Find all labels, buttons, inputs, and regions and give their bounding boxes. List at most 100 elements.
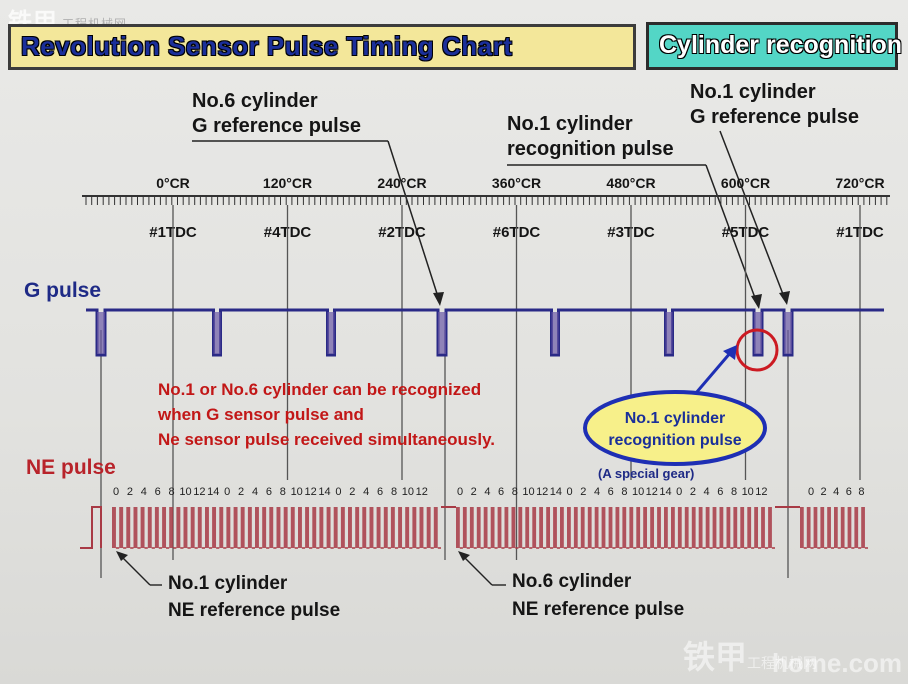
ne-tooth	[490, 507, 495, 548]
ne-tooth-number: 8	[512, 486, 518, 498]
ne-tooth	[176, 507, 181, 548]
ne-tooth-number: 0	[808, 486, 814, 498]
ne-tooth-number: 10	[522, 486, 534, 498]
ne-tooth-number: 6	[717, 486, 723, 498]
ne-tooth	[854, 507, 859, 548]
ne-tooth	[608, 507, 613, 548]
ne-tooth	[847, 507, 852, 548]
ne-tooth	[761, 507, 765, 548]
ne-tooth	[483, 507, 488, 548]
ne-tooth	[560, 507, 564, 548]
ne-tooth-number: 4	[833, 486, 839, 498]
ne-tooth-number: 8	[169, 486, 175, 498]
ne-tooth	[532, 507, 537, 548]
g-pulse-tooth	[438, 312, 446, 354]
ne-tooth	[376, 507, 381, 548]
g-pulse-tooth	[665, 312, 673, 354]
g-pulse-tooth	[784, 312, 792, 354]
ne-tooth	[664, 507, 668, 548]
ne-tooth-number: 0	[113, 486, 119, 498]
ne-tooth-number: 2	[127, 486, 133, 498]
ne-tooth	[197, 507, 202, 548]
crank-angle-label: 0°CR	[156, 175, 190, 191]
ne-tooth	[691, 507, 696, 548]
ne-tooth	[580, 507, 585, 548]
recognition-arrowhead	[723, 345, 737, 360]
ne-tooth-number: 10	[291, 486, 303, 498]
ne-tooth	[312, 507, 317, 548]
ne-tooth-number: 6	[608, 486, 614, 498]
ne-tooth	[298, 507, 302, 548]
ne-tooth	[813, 507, 818, 548]
ne-tooth	[283, 507, 288, 548]
g-pulse-label: G pulse	[24, 279, 101, 302]
callout-no6-ne-reference: No.6 cylinder NE reference pulse	[458, 551, 684, 620]
ne-tooth-number: 0	[567, 486, 573, 498]
ne-tooth	[390, 507, 395, 548]
callout-line: recognition pulse	[507, 138, 674, 160]
callout-no6-g-reference: No.6 cylinder G reference pulse	[192, 90, 444, 306]
ne-tooth	[497, 507, 502, 548]
ne-tooth-number: 0	[335, 486, 341, 498]
ne-tooth-number: 4	[141, 486, 147, 498]
g-pulse-tooth	[551, 312, 559, 354]
callout-line: No.1 cylinder	[690, 81, 816, 103]
ne-tooth	[747, 507, 752, 548]
ne-tooth	[733, 507, 738, 548]
ne-tooth	[456, 507, 460, 548]
cylinder-recognition-badge: Cylinder recognition	[646, 22, 902, 70]
ne-tooth	[433, 507, 438, 548]
ellipse-line: No.1 cylinder	[625, 410, 725, 427]
ne-tooth	[269, 507, 274, 548]
ne-tooth	[504, 507, 509, 548]
callout-line: No.1 cylinder	[507, 113, 633, 135]
ne-tooth	[276, 507, 281, 548]
ne-tooth	[255, 507, 259, 548]
ne-tooth	[290, 507, 295, 548]
ne-tooth	[567, 507, 571, 548]
note-line: when G sensor pulse and	[157, 405, 364, 424]
ne-tooth	[622, 507, 627, 548]
ne-tooth-number: 2	[821, 486, 827, 498]
ne-tooth	[754, 507, 759, 548]
ne-tooth	[212, 507, 217, 548]
crank-angle-label: 360°CR	[492, 175, 541, 191]
ne-tooth-number: 12	[304, 486, 316, 498]
ne-tooth-number: 8	[858, 486, 864, 498]
callout-line: G reference pulse	[192, 115, 361, 137]
ne-tooth	[462, 507, 467, 548]
ne-tooth-number: 4	[252, 486, 258, 498]
ne-tooth	[348, 507, 352, 548]
recognition-pulse-circle	[735, 328, 779, 372]
special-gear-note: (A special gear)	[598, 466, 694, 481]
ne-tooth-number: 2	[580, 486, 586, 498]
ne-tooth-number: 0	[457, 486, 463, 498]
ne-tooth-number: 12	[755, 486, 767, 498]
ne-tooth	[518, 507, 523, 548]
ne-tooth	[726, 507, 731, 548]
ne-tooth-number: 12	[416, 486, 428, 498]
ne-tooth	[340, 507, 345, 548]
ne-tooth	[383, 507, 388, 548]
ne-tooth	[190, 507, 195, 548]
ne-tooth	[650, 507, 655, 548]
ne-tooth	[147, 507, 152, 548]
callout-line: G reference pulse	[690, 106, 859, 128]
watermark-bottom: 铁甲工程机械网	[683, 639, 818, 675]
ne-tooth	[133, 507, 138, 548]
ne-tooth-number: 12	[646, 486, 658, 498]
ne-tooth	[827, 507, 831, 548]
crank-angle-label: 720°CR	[835, 175, 884, 191]
ne-tooth	[573, 507, 578, 548]
g-pulse-tooth	[327, 312, 335, 354]
ne-tooth-number: 14	[659, 486, 671, 498]
ne-tooth	[712, 507, 717, 548]
ne-tooth	[169, 507, 174, 548]
ne-tooth	[476, 507, 481, 548]
callout-no1-recognition: No.1 cylinder recognition pulse	[507, 113, 762, 309]
ne-tooth-number: 8	[621, 486, 627, 498]
ne-pulse-label: NE pulse	[26, 456, 116, 479]
ne-tooth	[119, 507, 124, 548]
ne-tooth-number: 6	[266, 486, 272, 498]
